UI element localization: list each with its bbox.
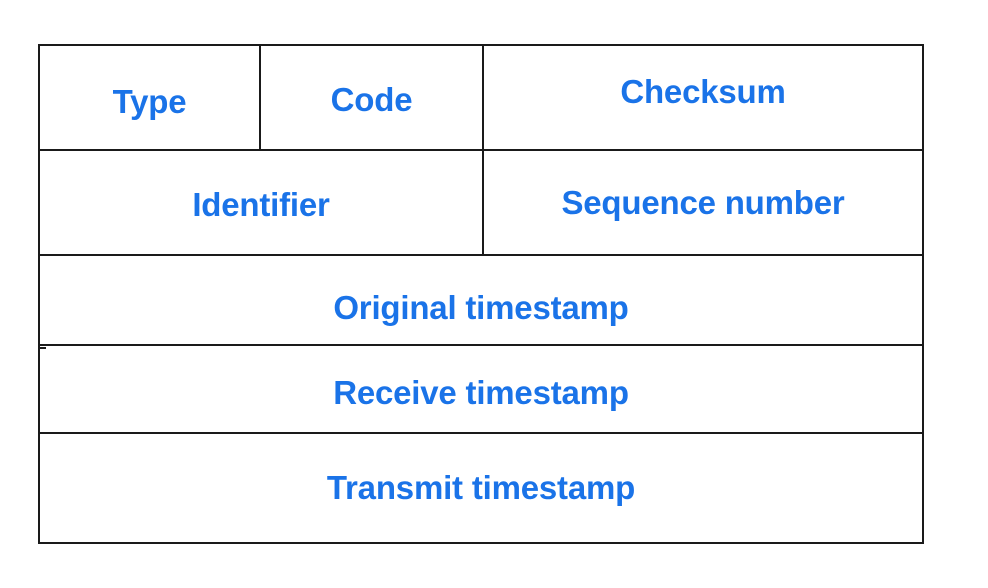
border-top [38,44,924,46]
col-divider-type-code [259,44,261,151]
row-divider-2 [38,254,924,256]
field-identifier: Identifier [40,151,482,254]
field-sequence-number-label: Sequence number [561,183,845,221]
field-receive-timestamp: Receive timestamp [40,346,922,432]
row-divider-1 [38,149,924,151]
field-original-timestamp: Original timestamp [40,256,922,344]
border-right [922,44,924,544]
field-type: Type [40,46,259,149]
border-left [38,44,40,544]
field-transmit-timestamp-label: Transmit timestamp [326,469,636,506]
field-checksum-label: Checksum [620,73,786,110]
field-type-label: Type [112,82,187,120]
field-original-timestamp-label: Original timestamp [333,289,629,326]
field-sequence-number: Sequence number [484,151,922,254]
field-checksum: Checksum [484,46,922,138]
row-divider-3 [38,344,924,346]
field-transmit-timestamp: Transmit timestamp [40,434,922,542]
row-divider-4 [38,432,924,434]
field-identifier-label: Identifier [192,185,330,223]
col-divider-code-checksum [482,44,484,256]
edge-tick [40,347,46,349]
field-receive-timestamp-label: Receive timestamp [333,374,629,411]
field-code-label: Code [330,80,413,118]
field-code: Code [261,46,482,149]
border-bottom [38,542,924,544]
